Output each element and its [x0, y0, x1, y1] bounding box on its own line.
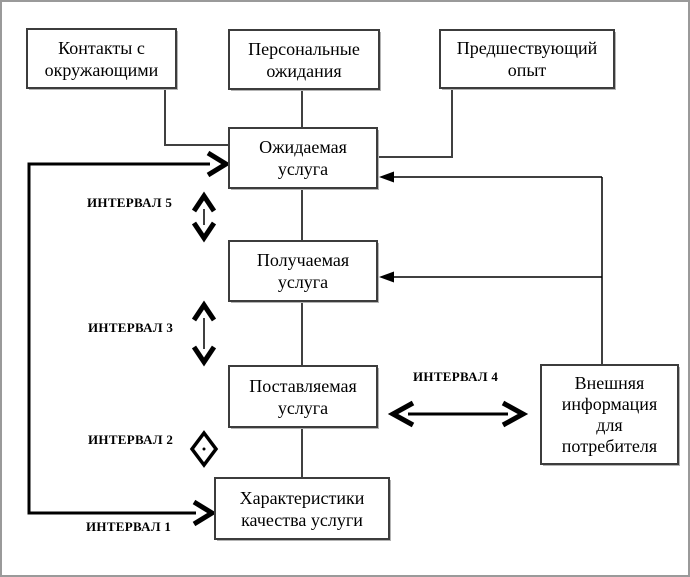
gap2-label: ИНТЕРВАЛ 2	[88, 432, 174, 447]
box-contacts-with-others: Контакты с окружающими	[26, 28, 177, 89]
gap4-double-arrow	[387, 400, 529, 428]
box-contacts-with-others-label: Контакты с окружающими	[44, 37, 159, 80]
connector-contacts-to-expected	[164, 89, 228, 146]
left-feedback-bracket-arrows	[27, 150, 231, 527]
gap1-label: ИНТЕРВАЛ 1	[86, 519, 172, 534]
gap5-label: ИНТЕРВАЛ 5	[87, 195, 173, 210]
box-external-information-for-consumer: Внешняя информация для потребителя	[540, 364, 679, 465]
gap5-double-arrow	[191, 191, 217, 243]
box-delivered-service: Поставляемая услуга	[228, 365, 378, 428]
arrow-external-to-received	[379, 271, 602, 283]
box-expected-service-label: Ожидаемая услуга	[259, 137, 347, 179]
gap3-double-arrow	[191, 300, 217, 367]
connector-experience-to-expected	[378, 89, 453, 158]
box-previous-experience-label: Предшествующий опыт	[456, 38, 598, 80]
box-personal-expectations-label: Персональные ожидания	[248, 38, 360, 81]
box-service-quality-characteristics: Характеристики качества услуги	[214, 477, 390, 540]
box-received-service-label: Получаемая услуга	[256, 250, 350, 292]
box-expected-service: Ожидаемая услуга	[228, 127, 378, 189]
box-service-quality-characteristics-label: Характеристики качества услуги	[239, 487, 365, 530]
box-previous-experience: Предшествующий опыт	[439, 29, 615, 89]
gap3-label: ИНТЕРВАЛ 3	[88, 320, 174, 335]
box-personal-expectations: Персональные ожидания	[228, 29, 380, 90]
gap4-label: ИНТЕРВАЛ 4	[413, 369, 499, 384]
gap2-diamond-arrow	[189, 430, 219, 468]
arrow-external-to-expected	[379, 171, 602, 183]
box-external-information-for-consumer-label: Внешняя информация для потребителя	[561, 372, 658, 456]
box-delivered-service-label: Поставляемая услуга	[249, 375, 357, 418]
box-received-service: Получаемая услуга	[228, 240, 378, 302]
